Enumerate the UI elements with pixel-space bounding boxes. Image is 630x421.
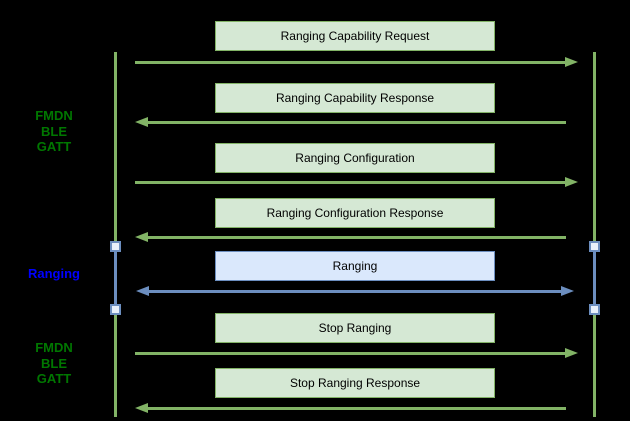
arrowhead-right — [565, 348, 578, 358]
arrowhead-left — [135, 403, 148, 413]
lifeline-endpoint-marker — [110, 241, 121, 252]
message-arrow-shaft — [147, 236, 566, 239]
message-arrow-shaft — [135, 61, 566, 64]
arrowhead-right — [565, 57, 578, 67]
phase-label-fmdn-ble-gatt-top: FMDN BLE GATT — [35, 108, 73, 154]
phase-label-fmdn-ble-gatt-bottom: FMDN BLE GATT — [35, 340, 73, 386]
lifeline-left-green-top — [114, 52, 117, 241]
message-arrow-shaft — [147, 407, 566, 410]
message-box-ranging-configuration: Ranging Configuration — [215, 143, 495, 173]
message-arrow-shaft — [135, 181, 566, 184]
message-box-stop-ranging: Stop Ranging — [215, 313, 495, 343]
lifeline-right-green-top — [593, 52, 596, 241]
lifeline-left-blue-segment — [114, 252, 117, 304]
lifeline-endpoint-marker — [589, 304, 600, 315]
lifeline-right-green-bottom — [593, 315, 596, 417]
arrowhead-right — [565, 177, 578, 187]
message-box-ranging-configuration-response: Ranging Configuration Response — [215, 198, 495, 228]
arrowhead-left — [135, 117, 148, 127]
lifeline-right-blue-segment — [593, 252, 596, 304]
phase-label-ranging: Ranging — [28, 266, 80, 281]
message-box-ranging-capability-request: Ranging Capability Request — [215, 21, 495, 51]
message-box-stop-ranging-response: Stop Ranging Response — [215, 368, 495, 398]
arrowhead-left — [135, 232, 148, 242]
arrowhead-left — [136, 286, 149, 296]
lifeline-endpoint-marker — [110, 304, 121, 315]
message-arrow-shaft — [135, 352, 566, 355]
arrowhead-right — [561, 286, 574, 296]
lifeline-left-green-bottom — [114, 315, 117, 417]
message-box-ranging: Ranging — [215, 251, 495, 281]
lifeline-endpoint-marker — [589, 241, 600, 252]
message-arrow-shaft — [148, 290, 562, 293]
message-box-ranging-capability-response: Ranging Capability Response — [215, 83, 495, 113]
message-arrow-shaft — [147, 121, 566, 124]
